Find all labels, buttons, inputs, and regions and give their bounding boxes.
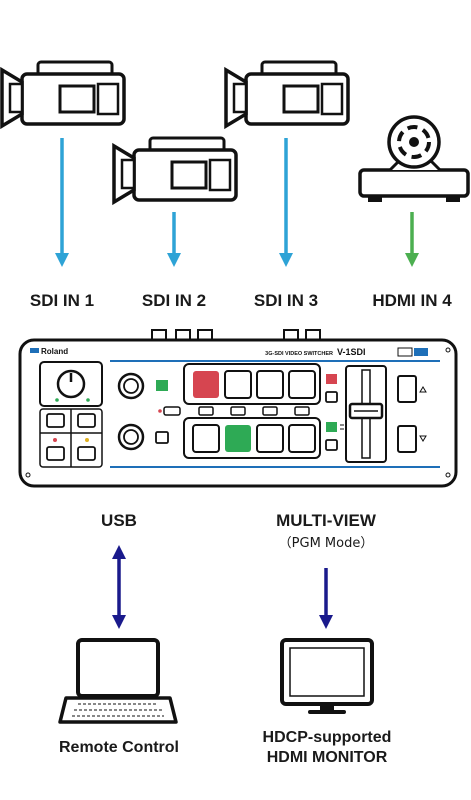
hdcp-label: HDCP-supported xyxy=(263,729,392,746)
model-name: V-1SDI xyxy=(337,347,366,357)
sdi-in-1-label: SDI IN 1 xyxy=(30,291,94,310)
sdi-in-3-label: SDI IN 3 xyxy=(254,291,318,310)
model-caption: 3G-SDI VIDEO SWITCHER xyxy=(265,351,333,357)
roland-logo: Roland xyxy=(30,347,68,356)
pgm-mode-label: （PGM Mode） xyxy=(279,536,374,551)
remote-control-label: Remote Control xyxy=(59,739,179,756)
laptop-icon xyxy=(58,638,178,724)
monitor-icon xyxy=(280,638,374,714)
hdmi-in-4-label: HDMI IN 4 xyxy=(372,291,452,310)
usb-label: USB xyxy=(101,511,137,530)
sdi-in-2-label: SDI IN 2 xyxy=(142,291,206,310)
multi-view-label: MULTI-VIEW xyxy=(276,511,377,530)
svg-text:Roland: Roland xyxy=(41,347,68,356)
disc-player-icon xyxy=(358,115,470,202)
camcorder-icon xyxy=(0,60,126,128)
hdmi-monitor-label: HDMI MONITOR xyxy=(267,749,388,766)
knob xyxy=(56,369,86,399)
camcorder-icon xyxy=(224,60,350,128)
v1sdi-switcher: Roland 3G-SDI VIDEO SWITCHER V-1SDI xyxy=(18,329,458,488)
camcorder-icon xyxy=(112,136,238,204)
